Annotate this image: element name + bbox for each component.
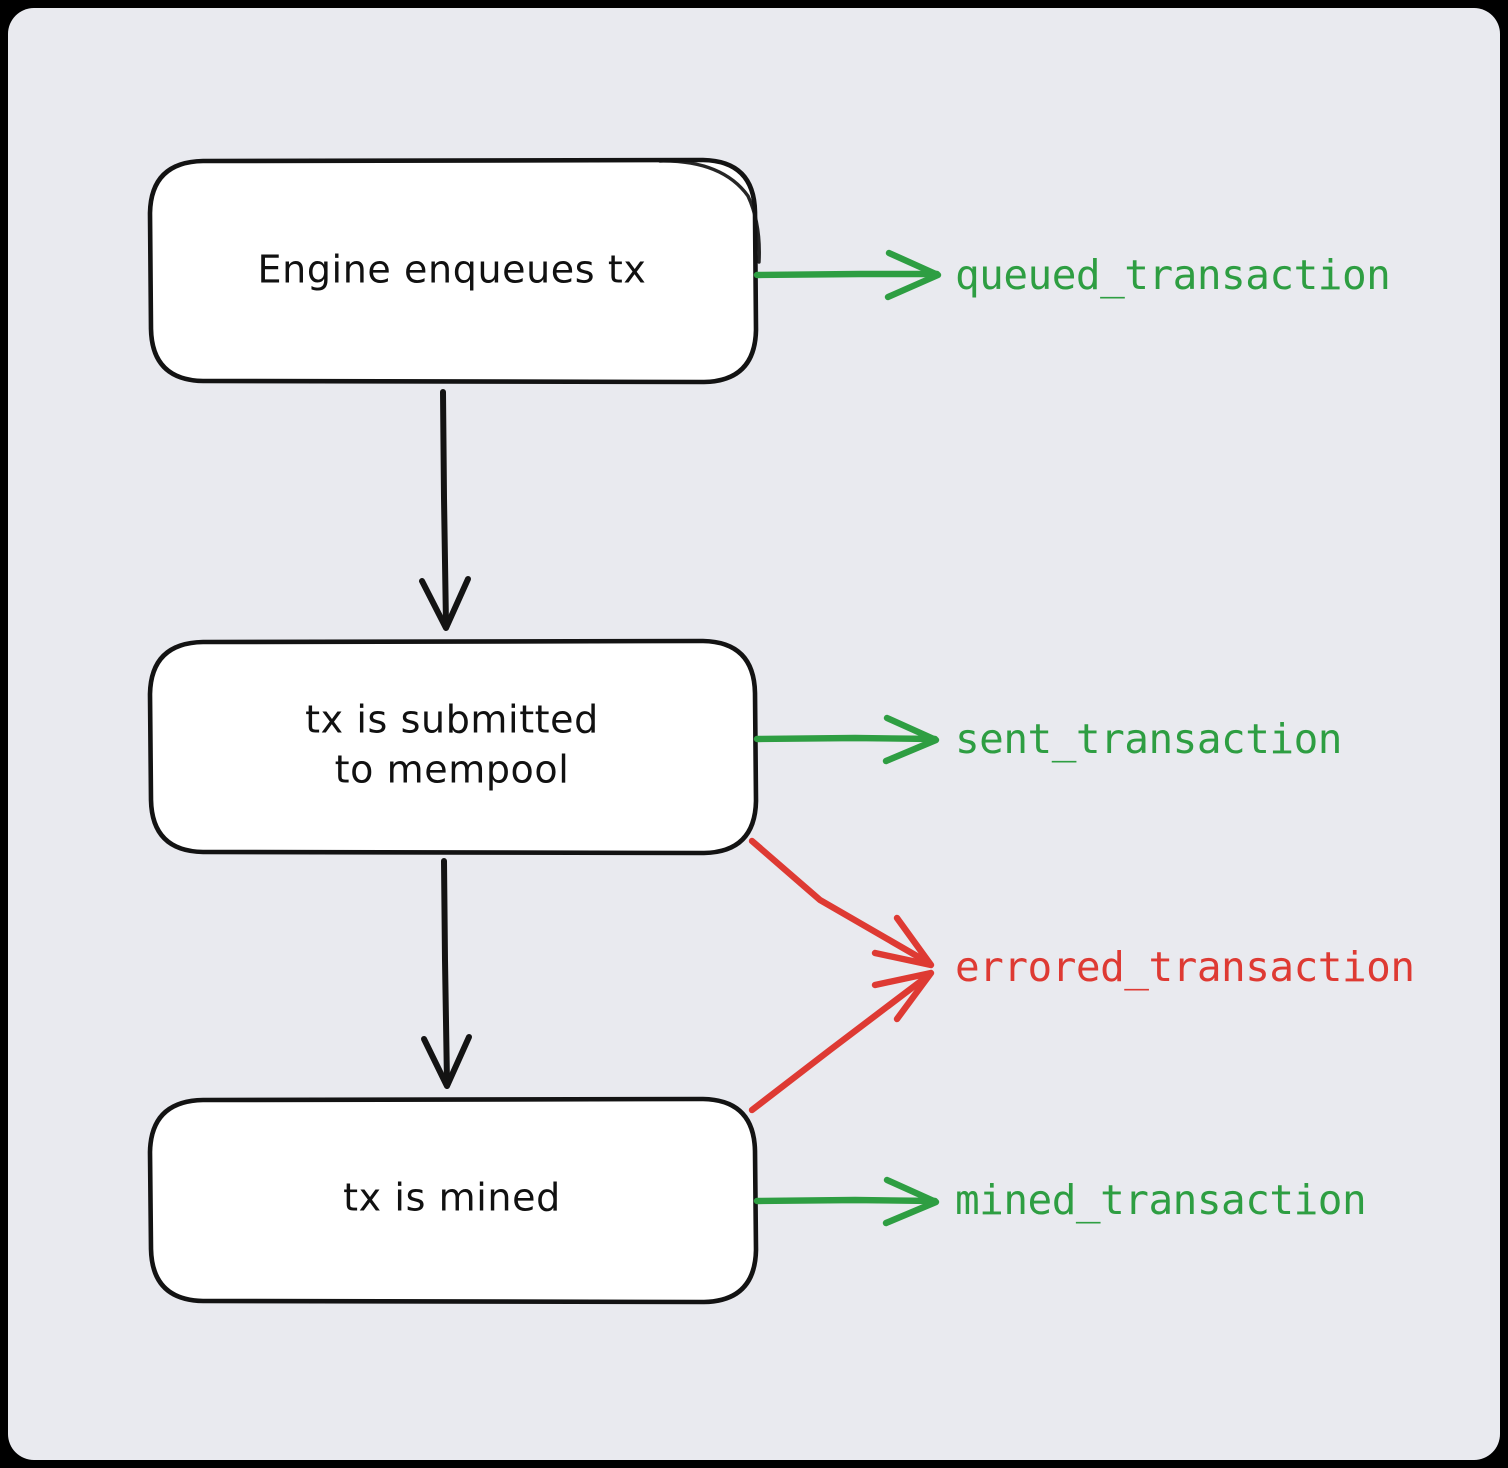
edge-mined-to-errored-arrowhead xyxy=(871,969,935,1023)
node-submit[interactable]: tx is submitted to mempool xyxy=(147,638,759,856)
edge-mined-to-mined-event-line xyxy=(753,1196,939,1205)
edge-submit-to-sent xyxy=(753,714,940,765)
node-enqueue[interactable]: Engine enqueues tx xyxy=(147,157,761,385)
edge-mined-to-errored-line xyxy=(748,971,933,1114)
edge-mined-to-errored xyxy=(748,969,935,1114)
edge-submit-to-errored-line xyxy=(748,837,933,967)
edge-enqueue-to-submit-line xyxy=(440,389,449,628)
edge-submit-to-mined-arrowhead xyxy=(421,1034,472,1089)
node-enqueue-sketch-overlay xyxy=(658,159,761,264)
edge-submit-to-mined xyxy=(421,858,472,1089)
node-submit-label-line-2: to mempool xyxy=(335,748,570,792)
edge-enqueue-to-queued xyxy=(753,249,942,301)
edge-enqueue-to-submit xyxy=(419,389,471,631)
edge-mined-to-mined-event-arrowhead xyxy=(882,1176,940,1227)
event-label-queued-transaction: queued_transaction xyxy=(955,251,1390,299)
event-label-mined-transaction: mined_transaction xyxy=(955,1176,1366,1224)
edge-submit-to-sent-arrowhead xyxy=(882,714,940,765)
edge-submit-to-errored-arrowhead xyxy=(871,914,935,969)
node-mined-shape xyxy=(147,1096,759,1305)
node-mined-label: tx is mined xyxy=(343,1176,561,1220)
node-mined[interactable]: tx is mined xyxy=(147,1096,759,1305)
node-submit-shape xyxy=(147,638,759,856)
node-enqueue-shape xyxy=(147,157,759,385)
event-label-errored-transaction: errored_transaction xyxy=(955,943,1415,991)
edge-enqueue-to-queued-arrowhead xyxy=(884,249,942,301)
event-label-sent-transaction: sent_transaction xyxy=(955,715,1342,763)
edge-enqueue-to-submit-arrowhead xyxy=(419,576,471,631)
edge-submit-to-mined-line xyxy=(441,858,450,1086)
node-enqueue-label: Engine enqueues tx xyxy=(258,248,647,292)
edge-enqueue-to-queued-line xyxy=(753,270,941,279)
node-submit-label-line-1: tx is submitted xyxy=(305,698,599,742)
edge-submit-to-sent-line xyxy=(753,734,939,743)
edge-submit-to-errored xyxy=(748,837,935,969)
edge-mined-to-mined-event xyxy=(753,1176,940,1227)
